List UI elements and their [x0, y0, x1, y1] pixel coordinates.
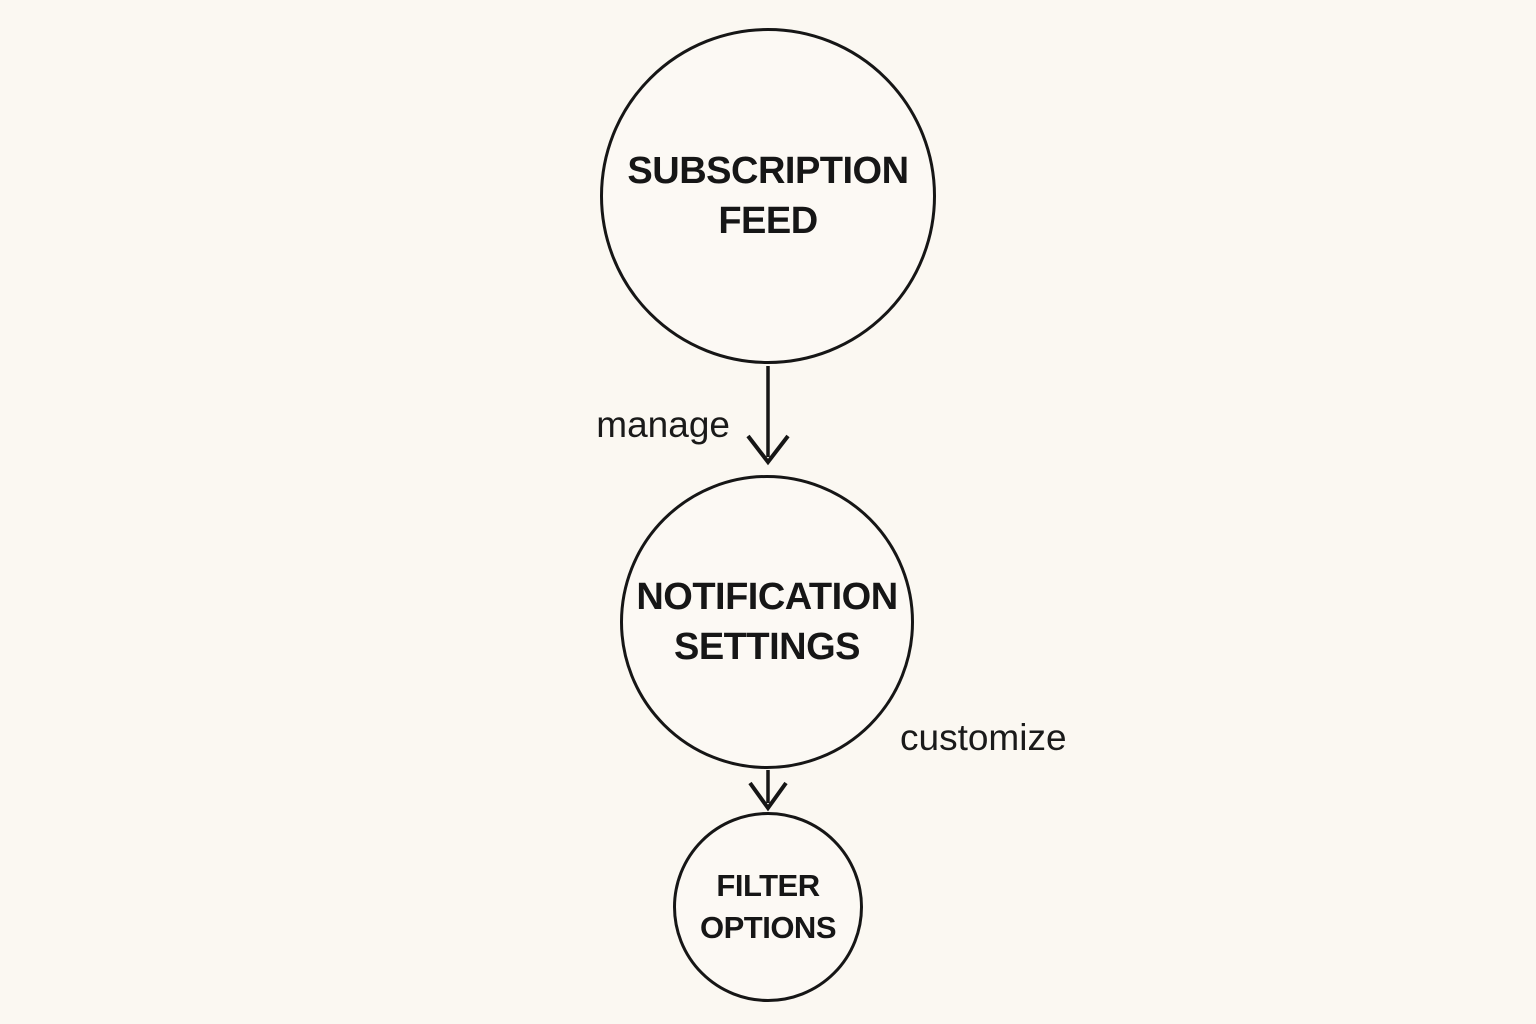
node-notification-settings: NOTIFICATION SETTINGS [620, 475, 914, 769]
node-subscription-feed-label-line1: SUBSCRIPTION [627, 150, 909, 192]
node-filter-options-label-line2: OPTIONS [699, 910, 837, 945]
node-notification-settings-label-line1: NOTIFICATION [636, 576, 898, 618]
node-subscription-feed-label: SUBSCRIPTION FEED [627, 146, 909, 246]
edge-label-customize: customize [900, 717, 1067, 758]
node-notification-settings-label-line2: SETTINGS [673, 626, 861, 668]
arrow-manage-icon [746, 366, 790, 466]
node-subscription-feed: SUBSCRIPTION FEED [600, 28, 936, 364]
arrow-customize-icon [748, 770, 788, 812]
node-filter-options: FILTER OPTIONS [673, 812, 863, 1002]
edge-label-manage: manage [596, 404, 730, 445]
node-filter-options-label: FILTER OPTIONS [699, 865, 837, 949]
node-subscription-feed-label-line2: FEED [718, 200, 818, 242]
node-notification-settings-label: NOTIFICATION SETTINGS [636, 572, 898, 672]
node-filter-options-label-line1: FILTER [716, 868, 820, 903]
